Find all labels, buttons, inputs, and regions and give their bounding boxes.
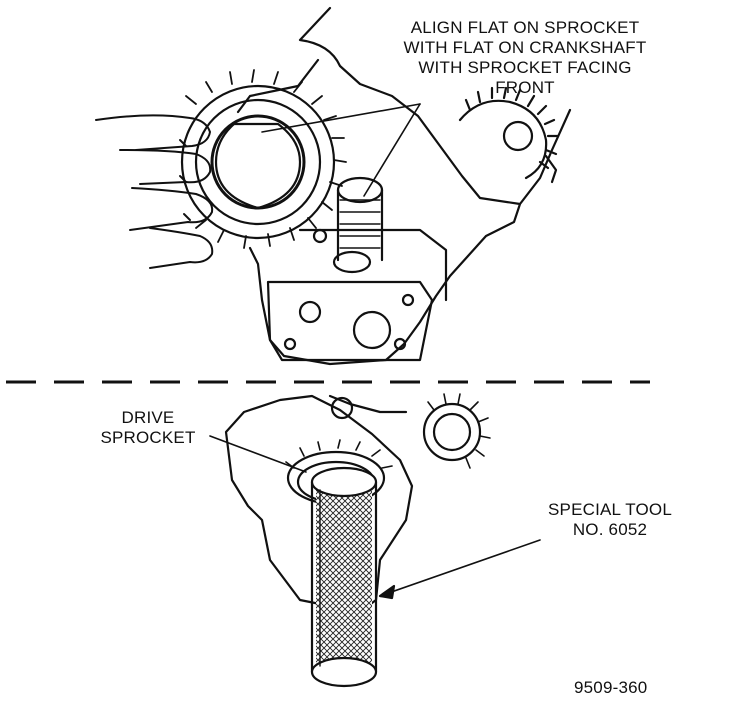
- callout-drive-sprocket: DRIVE SPROCKET: [78, 408, 218, 448]
- oil-pump-gear-lower: [422, 393, 491, 469]
- figure-number: 9509-360: [574, 678, 648, 697]
- leader-line-align-1: [261, 103, 421, 133]
- callout-line: WITH SPROCKET FACING: [418, 58, 632, 77]
- crankshaft-nose: [332, 176, 384, 274]
- callout-line: FRONT: [495, 78, 555, 97]
- callout-line: SPROCKET: [100, 428, 196, 447]
- top-illustration: [95, 6, 572, 366]
- callout-line: SPECIAL TOOL: [548, 500, 672, 519]
- leader-line-drive: [209, 435, 307, 473]
- leader-line-align-2: [363, 103, 421, 197]
- hand-fingers: [95, 114, 214, 269]
- leader-line-tool: [379, 539, 541, 597]
- special-tool-6052: [310, 466, 378, 688]
- lower-block-outline: [224, 394, 414, 614]
- bottom-illustration: [209, 393, 541, 688]
- leader-arrowhead: [378, 584, 396, 600]
- crankshaft-sprocket: [180, 69, 347, 249]
- callout-align-flat: ALIGN FLAT ON SPROCKET WITH FLAT ON CRAN…: [370, 18, 680, 98]
- oil-pump-housing: [266, 228, 448, 362]
- callout-line: NO. 6052: [572, 520, 648, 539]
- engine-block-outline: [236, 6, 572, 366]
- callout-line: ALIGN FLAT ON SPROCKET: [410, 18, 640, 37]
- oil-pump-sprocket-upper: [458, 86, 560, 184]
- callout-line: DRIVE: [121, 408, 175, 427]
- callout-line: WITH FLAT ON CRANKSHAFT: [403, 38, 647, 57]
- callout-special-tool: SPECIAL TOOL NO. 6052: [520, 500, 700, 540]
